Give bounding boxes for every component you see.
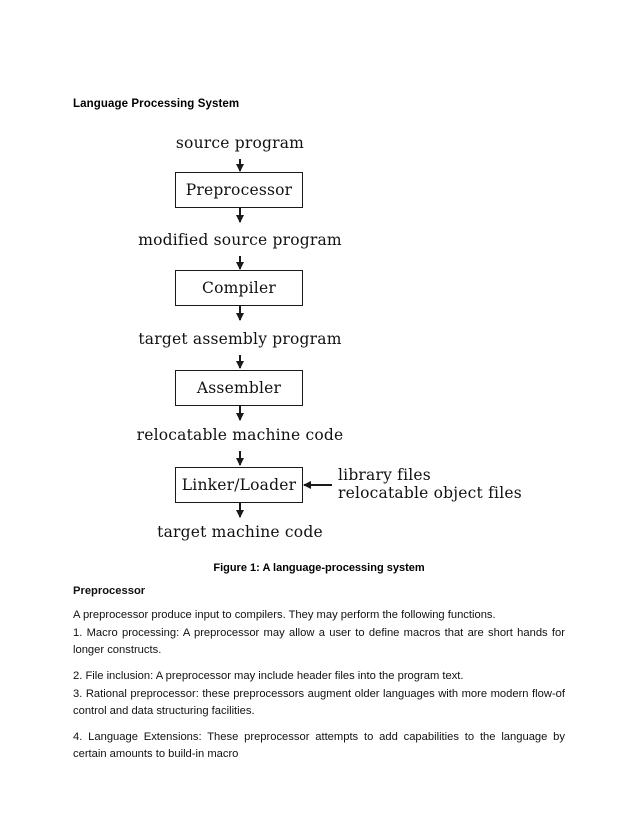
arrow-source-to-preprocessor — [239, 159, 241, 171]
paragraph-intro: A preprocessor produce input to compiler… — [73, 609, 496, 621]
flow-label-modified-source-program: modified source program — [138, 231, 342, 249]
side-input-relocatable-object-files: relocatable object files — [338, 484, 522, 502]
paragraph-item-4: 4. Language Extensions: These preprocess… — [73, 731, 565, 760]
node-compiler-label: Compiler — [202, 279, 276, 297]
node-preprocessor-label: Preprocessor — [185, 181, 293, 199]
node-linker-loader: Linker/Loader — [175, 467, 303, 503]
page-title: Language Processing System — [73, 98, 240, 110]
arrow-assembler-out — [239, 406, 241, 420]
language-processing-system-diagram: source program Preprocessor modified sou… — [0, 126, 638, 556]
node-linker-loader-label: Linker/Loader — [181, 476, 297, 494]
paragraph-item-3: 3. Rational preprocessor: these preproce… — [73, 688, 565, 717]
paragraph-item-1: 1. Macro processing: A preprocessor may … — [73, 627, 565, 656]
arrow-compiler-out — [239, 306, 241, 320]
arrow-to-assembler — [239, 355, 241, 368]
flow-label-target-assembly-program: target assembly program — [138, 330, 342, 348]
section-heading-preprocessor: Preprocessor — [73, 585, 146, 597]
side-input-library-files: library files — [338, 466, 431, 484]
figure-caption: Figure 1: A language-processing system — [213, 562, 425, 574]
node-assembler: Assembler — [175, 370, 303, 406]
arrow-to-compiler — [239, 256, 241, 269]
flow-label-relocatable-machine-code: relocatable machine code — [136, 426, 344, 444]
arrow-side-inputs-to-linker-loader — [304, 484, 332, 486]
arrow-preprocessor-out — [239, 208, 241, 222]
flow-label-target-machine-code: target machine code — [157, 523, 323, 541]
node-compiler: Compiler — [175, 270, 303, 306]
arrow-linker-loader-out — [239, 503, 241, 517]
paragraph-item-2: 2. File inclusion: A preprocessor may in… — [73, 670, 464, 682]
flow-label-source-program: source program — [175, 134, 305, 152]
arrow-to-linker-loader — [239, 451, 241, 465]
node-preprocessor: Preprocessor — [175, 172, 303, 208]
node-assembler-label: Assembler — [196, 379, 282, 397]
